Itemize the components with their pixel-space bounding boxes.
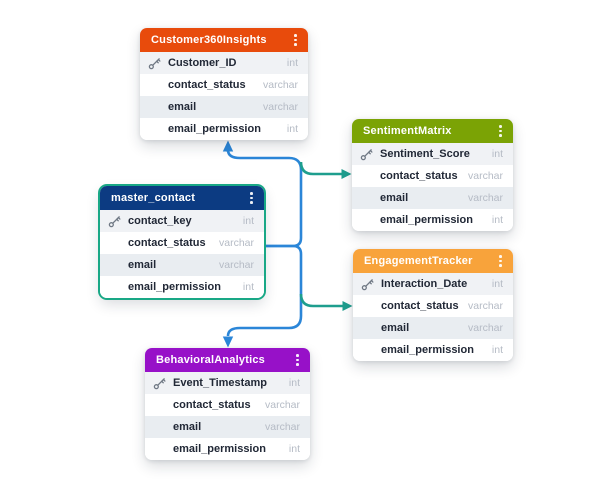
field-type: int (242, 215, 254, 227)
field-row[interactable]: contact_status varchar (140, 74, 308, 96)
field-name: Event_Timestamp (173, 377, 267, 389)
table-header[interactable]: master_contact (100, 186, 264, 210)
field-name: email_permission (128, 281, 221, 293)
table-title: SentimentMatrix (363, 125, 452, 137)
field-row[interactable]: contact_status varchar (145, 394, 310, 416)
field-type: int (491, 344, 503, 356)
table-title: Customer360Insights (151, 34, 267, 46)
table-title: master_contact (111, 192, 196, 204)
table-card-sentimentmatrix[interactable]: SentimentMatrix Sentiment_Score int cont… (352, 119, 513, 231)
field-type: int (491, 278, 503, 290)
kebab-menu-icon[interactable] (248, 190, 255, 206)
field-type: int (286, 123, 298, 135)
field-name: email (173, 421, 202, 433)
field-row[interactable]: Event_Timestamp int (145, 372, 310, 394)
kebab-menu-icon[interactable] (294, 352, 301, 368)
arrowhead-down-icon (222, 336, 234, 348)
field-name: contact_status (128, 237, 206, 249)
field-row[interactable]: contact_status varchar (353, 295, 513, 317)
field-type: varchar (264, 421, 300, 433)
field-type: int (286, 57, 298, 69)
primary-key-icon (108, 215, 121, 227)
field-name: email (128, 259, 157, 271)
field-name: contact_status (168, 79, 246, 91)
table-card-behavioralanalytics[interactable]: BehavioralAnalytics Event_Timestamp int … (145, 348, 310, 460)
field-row[interactable]: email_permission int (140, 118, 308, 140)
kebab-menu-icon[interactable] (497, 123, 504, 139)
field-name: email (380, 192, 409, 204)
table-card-engagementtracker[interactable]: EngagementTracker Interaction_Date int c… (353, 249, 513, 361)
field-type: varchar (262, 79, 298, 91)
edge-master-to-engagement[interactable] (299, 293, 353, 311)
arrowhead-right-icon (341, 169, 352, 179)
field-type: varchar (264, 399, 300, 411)
field-type: int (242, 281, 254, 293)
field-type: varchar (467, 300, 503, 312)
arrowhead-up-icon (222, 140, 234, 152)
field-type: varchar (218, 259, 254, 271)
field-name: email_permission (380, 214, 473, 226)
field-row[interactable]: email_permission int (100, 276, 264, 298)
field-name: Sentiment_Score (380, 148, 470, 160)
field-row[interactable]: contact_status varchar (352, 165, 513, 187)
field-row[interactable]: contact_status varchar (100, 232, 264, 254)
kebab-menu-icon[interactable] (292, 32, 299, 48)
field-row[interactable]: email varchar (140, 96, 308, 118)
field-row[interactable]: email_permission int (145, 438, 310, 460)
field-name: Customer_ID (168, 57, 237, 69)
field-row[interactable]: Interaction_Date int (353, 273, 513, 295)
field-type: varchar (262, 101, 298, 113)
field-row[interactable]: email_permission int (353, 339, 513, 361)
table-card-master-contact[interactable]: master_contact contact_key int contact_s… (100, 186, 264, 298)
field-row[interactable]: email varchar (353, 317, 513, 339)
field-type: varchar (467, 170, 503, 182)
field-name: contact_status (381, 300, 459, 312)
primary-key-icon (148, 57, 161, 69)
field-type: int (288, 443, 300, 455)
primary-key-icon (153, 377, 166, 389)
field-type: int (288, 377, 300, 389)
table-header[interactable]: BehavioralAnalytics (145, 348, 310, 372)
table-header[interactable]: EngagementTracker (353, 249, 513, 273)
table-header[interactable]: Customer360Insights (140, 28, 308, 52)
field-name: contact_status (173, 399, 251, 411)
field-name: contact_status (380, 170, 458, 182)
field-type: varchar (467, 192, 503, 204)
field-row[interactable]: email varchar (352, 187, 513, 209)
field-name: email_permission (381, 344, 474, 356)
edge-master-to-behavioral[interactable] (222, 244, 303, 348)
field-type: int (491, 214, 503, 226)
field-row[interactable]: email varchar (145, 416, 310, 438)
field-row[interactable]: Customer_ID int (140, 52, 308, 74)
field-type: varchar (467, 322, 503, 334)
field-row[interactable]: email varchar (100, 254, 264, 276)
arrowhead-right-icon (342, 301, 353, 311)
field-row[interactable]: email_permission int (352, 209, 513, 231)
table-card-customer360insights[interactable]: Customer360Insights Customer_ID int cont… (140, 28, 308, 140)
table-title: EngagementTracker (364, 255, 473, 267)
field-row[interactable]: Sentiment_Score int (352, 143, 513, 165)
field-type: int (491, 148, 503, 160)
table-header[interactable]: SentimentMatrix (352, 119, 513, 143)
primary-key-icon (360, 148, 373, 160)
edge-master-to-sentiment[interactable] (299, 161, 352, 179)
field-type: varchar (218, 237, 254, 249)
field-name: Interaction_Date (381, 278, 468, 290)
table-title: BehavioralAnalytics (156, 354, 265, 366)
field-name: contact_key (128, 215, 192, 227)
field-name: email (381, 322, 410, 334)
primary-key-icon (361, 278, 374, 290)
kebab-menu-icon[interactable] (497, 253, 504, 269)
field-name: email (168, 101, 197, 113)
field-name: email_permission (173, 443, 266, 455)
field-name: email_permission (168, 123, 261, 135)
edge-master-to-customer360[interactable] (222, 140, 303, 248)
field-row[interactable]: contact_key int (100, 210, 264, 232)
